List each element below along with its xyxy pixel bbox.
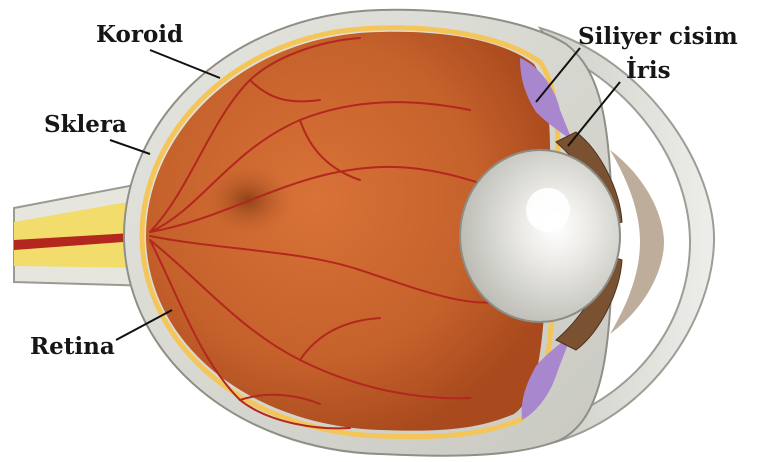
label-sklera: Sklera (44, 111, 127, 138)
leader-sklera (110, 140, 150, 154)
label-koroid: Koroid (96, 21, 183, 48)
leader-koroid (150, 50, 220, 78)
lens-highlight (526, 188, 570, 232)
label-siliyer-cisim: Siliyer cisim (578, 23, 738, 50)
label-retina: Retina (30, 333, 115, 360)
lens (460, 150, 620, 322)
label-iris: İris (626, 56, 671, 84)
